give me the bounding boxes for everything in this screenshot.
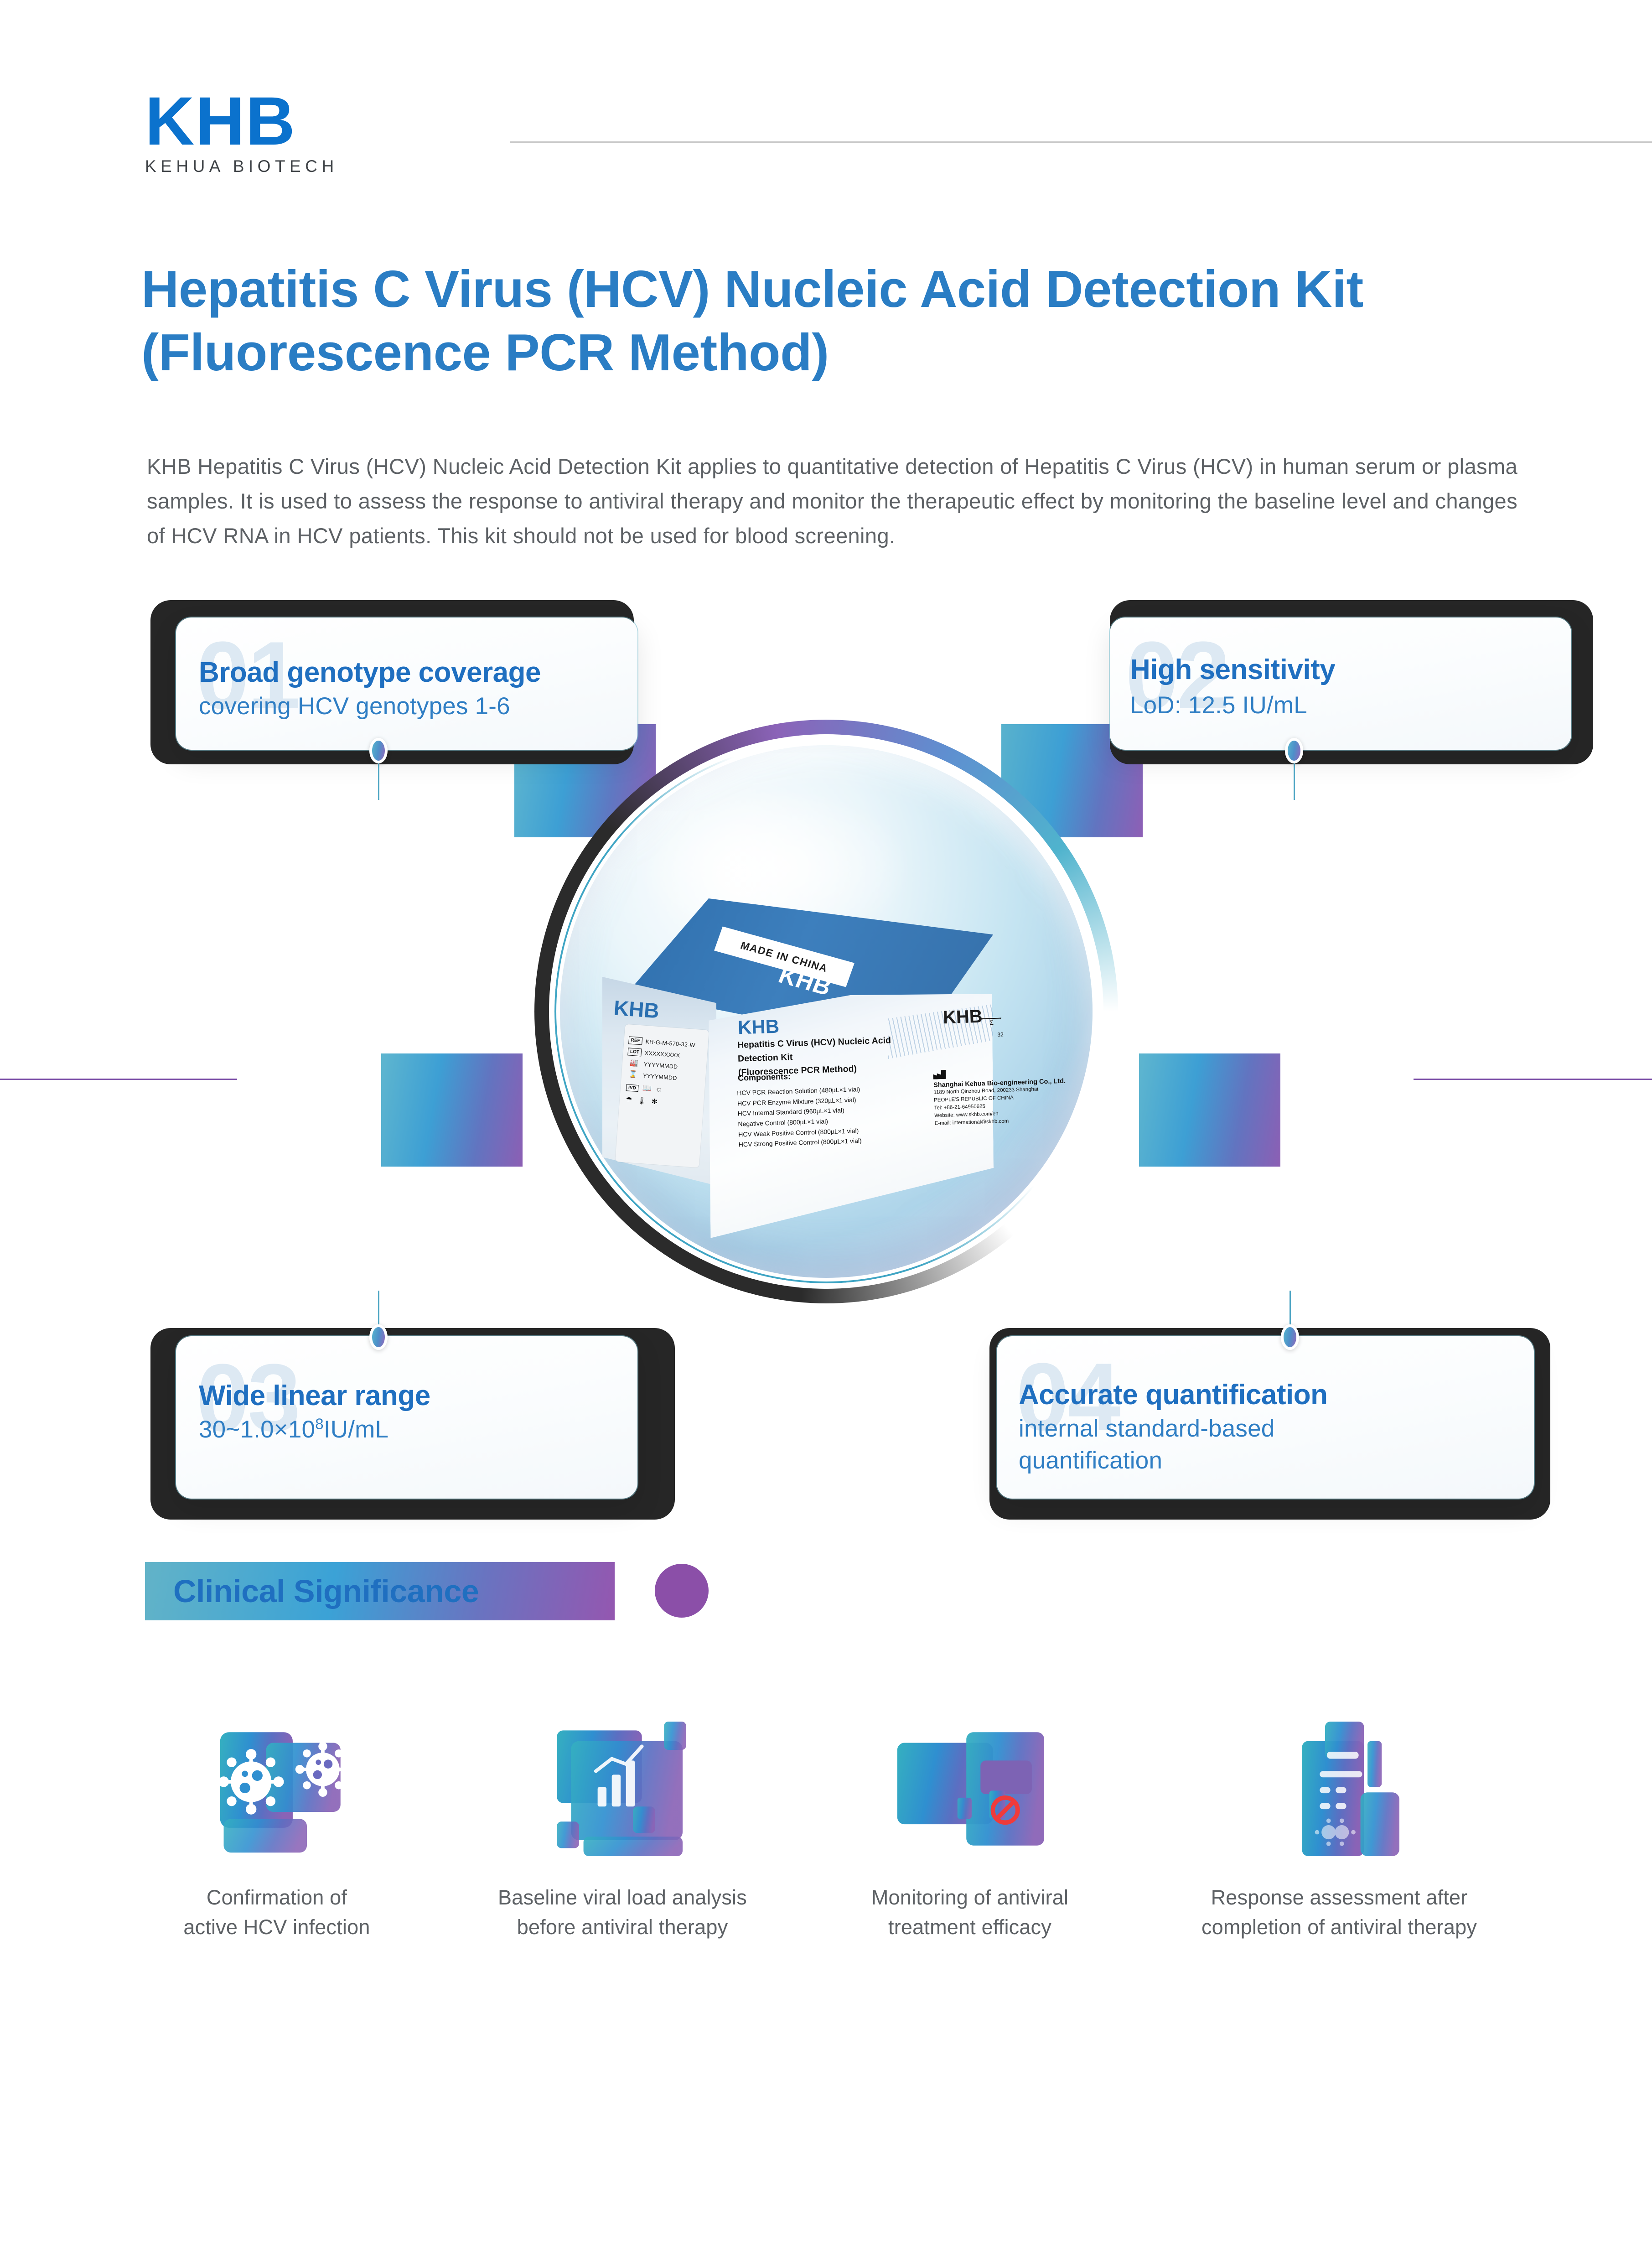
clinical-item-3: Monitoring of antiviral treatment effica… bbox=[797, 1706, 1143, 1942]
page-title: Hepatitis C Virus (HCV) Nucleic Acid Det… bbox=[141, 260, 1363, 382]
lot-symbol: LOT bbox=[627, 1048, 642, 1057]
clinical-item-4-caption-line1: Response assessment after bbox=[1211, 1886, 1468, 1909]
feature-card-03-leader-line bbox=[378, 1291, 379, 1341]
hourglass-icon: ⌛ bbox=[628, 1070, 638, 1079]
feature-card-02-leader-line bbox=[1294, 750, 1295, 800]
feature-card-01-connector-dot bbox=[369, 738, 388, 763]
clinical-significance-header: Clinical Significance bbox=[145, 1562, 875, 1635]
feature-card-03-body-exponent: 8 bbox=[315, 1415, 324, 1432]
fragile-icon: ✻ bbox=[651, 1098, 658, 1106]
feature-card-04-title: Accurate quantification bbox=[1019, 1379, 1328, 1411]
clinical-item-2-caption-line2: before antiviral therapy bbox=[517, 1915, 728, 1939]
keep-away-from-sunlight-icon: ☼ bbox=[655, 1085, 663, 1094]
clinical-item-4-caption-line2: completion of antiviral therapy bbox=[1201, 1915, 1477, 1939]
expiry-date: YYYYMMDD bbox=[642, 1072, 678, 1081]
ivd-symbol: IVD bbox=[626, 1084, 639, 1092]
clipboard-report-icon bbox=[1248, 1706, 1430, 1856]
clinical-significance-bar: Clinical Significance bbox=[145, 1562, 615, 1620]
feature-card-02[interactable]: 02 High sensitivity LoD: 12.5 IU/mL bbox=[1110, 617, 1571, 750]
clinical-item-1-caption-line1: Confirmation of bbox=[206, 1886, 347, 1909]
feature-card-03-title: Wide linear range bbox=[199, 1380, 430, 1411]
ref-symbol: REF bbox=[628, 1036, 643, 1045]
clinical-item-2-caption: Baseline viral load analysis before anti… bbox=[450, 1883, 795, 1942]
virus-icon bbox=[186, 1706, 368, 1856]
feature-card-03-body: 30~1.0×108IU/mL bbox=[199, 1414, 609, 1446]
feature-card-01-title: Broad genotype coverage bbox=[199, 657, 541, 688]
logo-subtitle: KEHUA BIOTECH bbox=[145, 157, 338, 176]
product-showcase-stage: MADE IN CHINA KHB KHB REF KH-G-M-570-32-… bbox=[0, 579, 1652, 1582]
page-header: KHB KEHUA BIOTECH bbox=[145, 87, 1652, 176]
logo-wordmark: KHB bbox=[145, 83, 296, 159]
tests-count-value: 32 bbox=[997, 1031, 1004, 1038]
feature-card-04-connector-dot bbox=[1281, 1324, 1299, 1350]
feature-card-04-body: internal standard-based quantification bbox=[1019, 1415, 1275, 1474]
box-side-label: REF KH-G-M-570-32-W LOT XXXXXXXXX 🏭 YYYY… bbox=[615, 1024, 709, 1168]
manufacturer-block: Shanghai Kehua Bio-engineering Co., Ltd.… bbox=[933, 1066, 1072, 1127]
decor-rule-left bbox=[0, 1079, 237, 1080]
label-symbol-row-2: ☂ 🌡 ✻ bbox=[625, 1095, 704, 1110]
clinical-item-2: Baseline viral load analysis before anti… bbox=[450, 1706, 795, 1942]
feature-card-04-leader-line bbox=[1289, 1291, 1291, 1341]
product-box-image: MADE IN CHINA KHB KHB REF KH-G-M-570-32-… bbox=[596, 898, 1066, 1263]
clinical-item-3-caption-line1: Monitoring of antiviral bbox=[871, 1886, 1069, 1909]
feature-card-01-leader-line bbox=[378, 750, 379, 800]
feature-card-03[interactable]: 03 Wide linear range 30~1.0×108IU/mL bbox=[176, 1336, 637, 1499]
feature-card-01-body: covering HCV genotypes 1-6 bbox=[199, 693, 510, 720]
expiry-date-row: ⌛ YYYYMMDD bbox=[626, 1070, 706, 1084]
manufacture-date-row: 🏭 YYYYMMDD bbox=[627, 1059, 706, 1073]
feature-card-03-body-pre: 30~1.0×10 bbox=[199, 1416, 316, 1443]
clinical-item-2-caption-line1: Baseline viral load analysis bbox=[498, 1886, 747, 1909]
lot-value: XXXXXXXXX bbox=[644, 1049, 680, 1059]
monitor-blocked-icon bbox=[879, 1706, 1061, 1856]
manufacture-date: YYYYMMDD bbox=[643, 1061, 678, 1070]
box-side-logo: KHB bbox=[613, 996, 660, 1023]
clinical-significance-items: Confirmation of active HCV infection bbox=[145, 1706, 1527, 2070]
header-divider bbox=[510, 141, 1652, 143]
factory-icon: 🏭 bbox=[629, 1058, 639, 1067]
temperature-limit-icon: 🌡 bbox=[637, 1097, 647, 1105]
tests-count-symbol: Σ 32 bbox=[981, 1017, 1006, 1041]
clinical-item-1-caption-line2: active HCV infection bbox=[183, 1915, 370, 1939]
feature-card-02-connector-dot bbox=[1285, 738, 1303, 763]
feature-card-02-number: 02 bbox=[1125, 622, 1230, 729]
components-heading: Components: bbox=[737, 1072, 791, 1083]
feature-card-02-body: LoD: 12.5 IU/mL bbox=[1130, 692, 1307, 719]
clinical-item-1-caption: Confirmation of active HCV infection bbox=[104, 1883, 450, 1942]
clinical-item-3-caption: Monitoring of antiviral treatment effica… bbox=[797, 1883, 1143, 1942]
feature-card-04-number: 04 bbox=[1016, 1343, 1121, 1450]
clinical-item-4: Response assessment after completion of … bbox=[1166, 1706, 1512, 1942]
clinical-item-4-caption: Response assessment after completion of … bbox=[1166, 1883, 1512, 1942]
box-front-logo-right: KHB bbox=[943, 1006, 983, 1028]
clinical-item-3-caption-line2: treatment efficacy bbox=[888, 1915, 1051, 1939]
label-symbol-row-1: IVD 📖 ☼ bbox=[626, 1084, 705, 1097]
feature-card-01-number: 01 bbox=[196, 622, 301, 729]
consult-instructions-icon: 📖 bbox=[642, 1084, 652, 1093]
components-list: HCV PCR Reaction Solution (480µL×1 vial)… bbox=[737, 1081, 958, 1150]
feature-card-01[interactable]: 01 Broad genotype coverage covering HCV … bbox=[176, 617, 637, 750]
keep-dry-icon: ☂ bbox=[625, 1096, 633, 1105]
decor-gradient-block-bottom-right bbox=[1139, 1053, 1280, 1167]
feature-card-04[interactable]: 04 Accurate quantification internal stan… bbox=[997, 1336, 1534, 1499]
lot-row: LOT XXXXXXXXX bbox=[627, 1048, 707, 1061]
factory-manufacturer-icon bbox=[933, 1070, 946, 1079]
clinical-item-1: Confirmation of active HCV infection bbox=[104, 1706, 450, 1942]
feature-card-03-connector-dot bbox=[369, 1324, 388, 1350]
decor-rule-right bbox=[1414, 1079, 1652, 1080]
decor-gradient-block-bottom-left bbox=[381, 1053, 523, 1167]
decor-purple-circle bbox=[655, 1564, 709, 1618]
feature-card-03-number: 03 bbox=[196, 1344, 301, 1451]
khb-logo: KHB KEHUA BIOTECH bbox=[145, 87, 346, 176]
clinical-significance-title: Clinical Significance bbox=[173, 1573, 479, 1609]
chart-analysis-icon bbox=[531, 1706, 714, 1856]
box-front-logo-left: KHB bbox=[737, 1015, 780, 1038]
feature-card-03-body-post: IU/mL bbox=[323, 1416, 389, 1443]
feature-card-02-title: High sensitivity bbox=[1130, 654, 1336, 685]
product-description: KHB Hepatitis C Virus (HCV) Nucleic Acid… bbox=[147, 454, 1518, 548]
